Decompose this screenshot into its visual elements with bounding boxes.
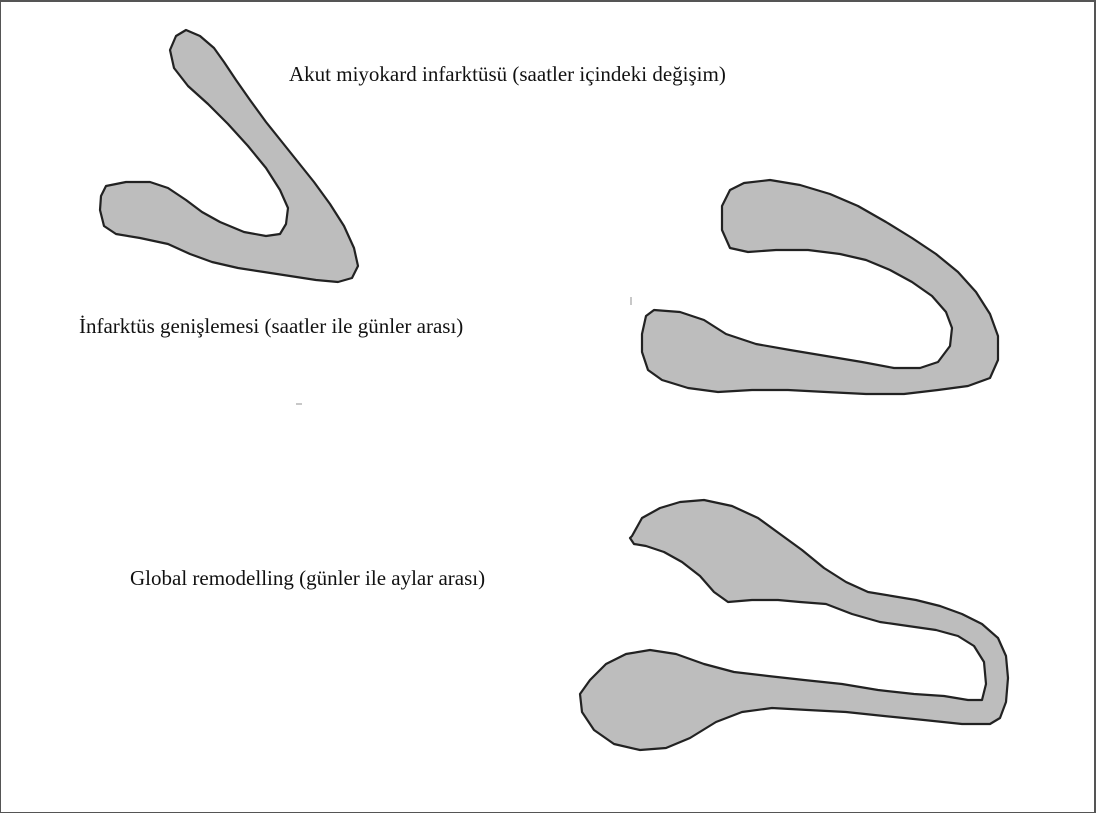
stage-label-infarct-expansion: İnfarktüs genişlemesi (saatler ile günle…: [79, 316, 463, 337]
scan-speck: [630, 297, 632, 305]
stage-label-global-remodelling: Global remodelling (günler ile aylar ara…: [130, 568, 485, 589]
ventricle-shape-global-remodelling: [580, 500, 1008, 750]
stage-label-acute-infarction: Akut miyokard infarktüsü (saatler içinde…: [289, 64, 726, 85]
ventricle-shape-expansion: [642, 180, 998, 394]
scan-speck: [296, 403, 302, 405]
